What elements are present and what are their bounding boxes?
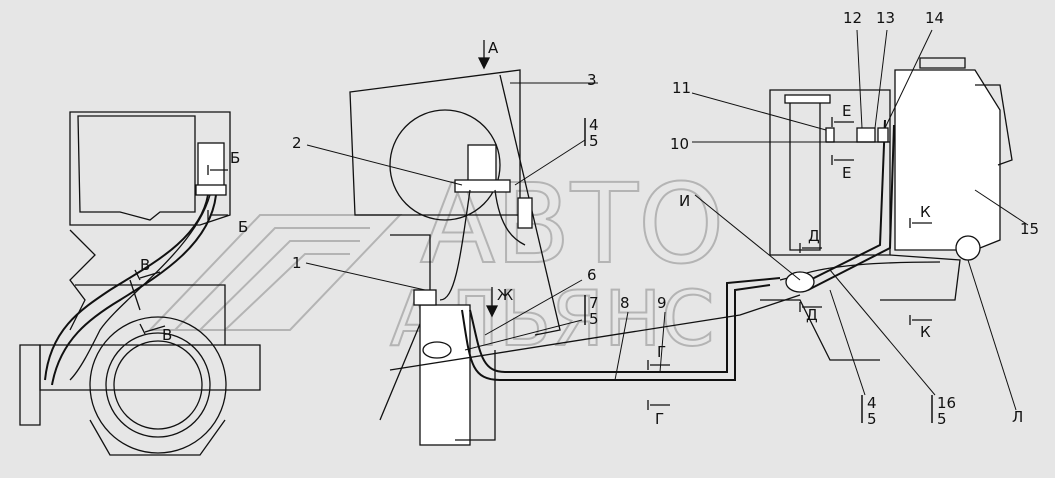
view-K2: К [920, 323, 931, 341]
label-8: 8 [620, 294, 630, 312]
callout-labels: 1 2 3 6 8 9 10 11 12 13 14 15 Л И [292, 9, 1039, 426]
view-arrows [134, 40, 932, 410]
view-B1: Б [230, 149, 240, 167]
leader-lines [305, 29, 1029, 411]
label-2: 2 [292, 134, 302, 152]
view-E2: Е [842, 164, 851, 182]
sediment-filter [785, 271, 815, 293]
fuel-tank [894, 69, 1001, 251]
fraction-labels: 4 5 7 5 4 5 16 5 [589, 116, 956, 428]
center-assembly [349, 69, 561, 446]
view-B2: Б [238, 218, 248, 236]
view-V1: В [140, 256, 150, 274]
label-14: 14 [925, 9, 944, 27]
view-D1: Д [808, 227, 820, 245]
label-11: 11 [672, 79, 691, 97]
frac-75-top: 7 [589, 294, 599, 312]
view-A: А [488, 39, 499, 57]
watermark-logo [147, 214, 403, 331]
view-labels: А Б Б В В Г Г Д Д Е Е Ж К К [140, 39, 931, 428]
view-G2: Г [655, 410, 664, 428]
fuel-tank-assembly [760, 57, 1013, 361]
view-V2: В [162, 326, 172, 344]
label-1: 1 [292, 254, 302, 272]
frac-165-bottom: 5 [937, 410, 947, 428]
fuel-filter-tank [419, 304, 471, 446]
view-G1: Г [657, 343, 666, 361]
engine-assembly [19, 111, 261, 456]
label-10: 10 [670, 135, 689, 153]
fuel-pump [467, 144, 497, 184]
view-D2: Д [806, 306, 818, 324]
frac-45b-top: 4 [867, 394, 877, 412]
label-12: 12 [843, 9, 862, 27]
frac-165-top: 16 [937, 394, 956, 412]
label-15: 15 [1020, 220, 1039, 238]
label-13: 13 [876, 9, 895, 27]
frac-45a-top: 4 [589, 116, 599, 134]
view-K1: К [920, 203, 931, 221]
label-I: И [679, 192, 690, 210]
label-3: 3 [587, 71, 597, 89]
flywheel-housing [89, 316, 227, 454]
label-L: Л [1012, 408, 1023, 426]
fraction-bars [584, 118, 933, 423]
frac-75-bottom: 5 [589, 310, 599, 328]
view-Zh: Ж [497, 286, 513, 304]
label-6: 6 [587, 266, 597, 284]
view-E1: Е [842, 102, 851, 120]
frac-45b-bottom: 5 [867, 410, 877, 428]
frac-45a-bottom: 5 [589, 132, 599, 150]
label-9: 9 [657, 294, 667, 312]
left-filter [197, 142, 225, 189]
